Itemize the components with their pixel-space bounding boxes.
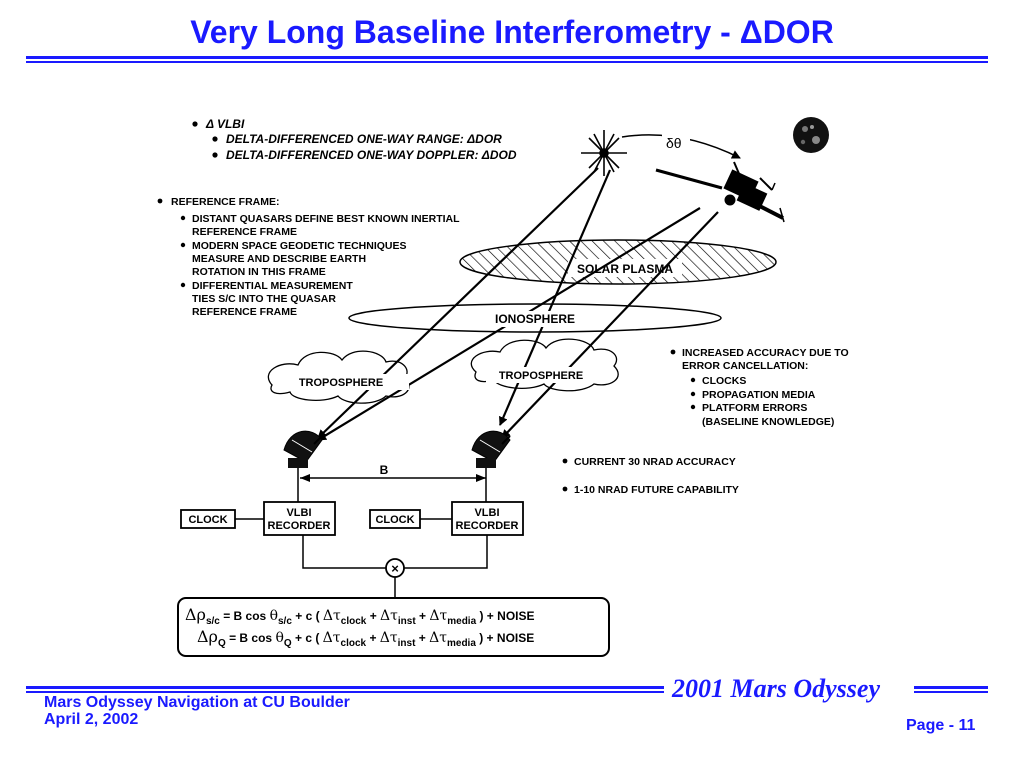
- reference-frame-line: ROTATION IN THIS FRAME: [192, 266, 326, 278]
- baseline-arrow-left-icon: [300, 474, 310, 482]
- accuracy-list: INCREASED ACCURACY DUE TO ERROR CANCELLA…: [670, 347, 849, 428]
- recorder-right-line2: RECORDER: [456, 520, 519, 532]
- troposphere-left-label-bg: [273, 374, 409, 390]
- reference-frame-heading: REFERENCE FRAME:: [171, 196, 280, 208]
- footer-course-line: Mars Odyssey Navigation at CU Boulder: [44, 694, 350, 711]
- bullet-icon: [212, 136, 218, 142]
- antenna-left-icon: [283, 430, 323, 468]
- solar-plasma-label: SOLAR PLASMA: [577, 262, 673, 276]
- reference-frame-line: REFERENCE FRAME: [192, 226, 297, 238]
- solar-plasma-label-bg: [568, 259, 682, 277]
- bullet-icon: [562, 458, 568, 464]
- reference-frame-line: MEASURE AND DESCRIBE EARTH: [192, 253, 366, 265]
- bullet-icon: [690, 404, 696, 410]
- ddod-label: DELTA-DIFFERENCED ONE-WAY DOPPLER: ΔDOD: [226, 148, 517, 162]
- recorder-right-line1: VLBI: [474, 507, 499, 519]
- antenna-right-icon: [471, 430, 511, 468]
- accuracy-heading-cont: ERROR CANCELLATION:: [682, 360, 808, 372]
- angle-label-bg: [662, 134, 690, 150]
- spacecraft-icon: [655, 161, 785, 223]
- ionosphere-label: IONOSPHERE: [495, 312, 575, 326]
- multiply-icon: ×: [391, 561, 399, 576]
- title-rule-thin: [26, 61, 988, 63]
- footer-rule-right-2: [914, 691, 988, 693]
- quasar-icon: [581, 130, 627, 176]
- bullet-icon: [562, 486, 568, 492]
- brand-label: 2001 Mars Odyssey: [672, 674, 880, 703]
- future-capability-text: 1-10 NRAD FUTURE CAPABILITY: [574, 484, 739, 496]
- equation-box: [177, 597, 610, 657]
- recorder-box-right: [451, 501, 524, 536]
- footer-rule-left-2: [26, 691, 664, 693]
- baseline-arrow-right-icon: [476, 474, 486, 482]
- bullet-icon: [157, 198, 163, 204]
- accuracy-note: (BASELINE KNOWLEDGE): [702, 416, 834, 428]
- troposphere-right-label: TROPOSPHERE: [499, 370, 583, 382]
- bullet-icon: [690, 391, 696, 397]
- bullet-icon: [180, 242, 186, 248]
- reference-frame-line: TIES S/C INTO THE QUASAR: [192, 293, 336, 305]
- footer-date-line: April 2, 2002: [44, 711, 139, 728]
- troposphere-right-label-bg: [486, 367, 596, 383]
- bullet-icon: [212, 152, 218, 158]
- equation-sc: Δρs/c = B cos θs/c + c ( Δτclock + Δτins…: [185, 605, 535, 627]
- accuracy-item: PROPAGATION MEDIA: [702, 389, 816, 401]
- recorder-left-line2: RECORDER: [268, 520, 331, 532]
- footer-rule-left-1: [26, 686, 664, 689]
- reference-frame-line: DISTANT QUASARS DEFINE BEST KNOWN INERTI…: [192, 213, 460, 225]
- ionosphere-label-bg: [487, 311, 583, 327]
- reference-frame-line: MODERN SPACE GEODETIC TECHNIQUES: [192, 240, 407, 252]
- reference-frame-list: REFERENCE FRAME: DISTANT QUASARS DEFINE …: [157, 196, 460, 318]
- page-number: Page - 11: [906, 717, 976, 734]
- delta-vlbi-label: Δ VLBI: [205, 117, 245, 131]
- top-list: Δ VLBI DELTA-DIFFERENCED ONE-WAY RANGE: …: [192, 117, 517, 162]
- bullet-icon: [690, 377, 696, 383]
- bullet-icon: [670, 349, 676, 355]
- bullet-icon: [180, 282, 186, 288]
- footer-rule-right-1: [914, 686, 988, 689]
- baseline-label: B: [380, 463, 389, 477]
- accuracy-item: PLATFORM ERRORS: [702, 402, 807, 414]
- troposphere-left-label: TROPOSPHERE: [299, 377, 383, 389]
- title-rule-thick: [26, 56, 988, 59]
- correlator-links: [302, 535, 488, 598]
- clock-label-left: CLOCK: [188, 514, 227, 526]
- slide-title: Very Long Baseline Interferometry - ΔDOR: [190, 14, 834, 50]
- correlator-node: [385, 558, 405, 578]
- accuracy-item: CLOCKS: [702, 375, 746, 387]
- reference-frame-line: DIFFERENTIAL MEASUREMENT: [192, 280, 353, 292]
- bullet-icon: [192, 121, 198, 127]
- troposphere-cloud-right: [470, 338, 619, 392]
- moon-icon: [793, 117, 829, 153]
- clock-label-right: CLOCK: [375, 514, 414, 526]
- ddor-label: DELTA-DIFFERENCED ONE-WAY RANGE: ΔDOR: [226, 132, 502, 146]
- bullet-icon: [180, 215, 186, 221]
- reference-frame-line: REFERENCE FRAME: [192, 306, 297, 318]
- accuracy-heading: INCREASED ACCURACY DUE TO: [682, 347, 849, 359]
- equation-quasar: ΔρQ = B cos θQ + c ( Δτclock + Δτinst + …: [197, 627, 534, 649]
- recorder-box-left: [263, 501, 336, 536]
- current-accuracy-text: CURRENT 30 NRAD ACCURACY: [574, 456, 736, 468]
- recorder-left-line1: VLBI: [286, 507, 311, 519]
- angle-label: δθ: [666, 135, 682, 151]
